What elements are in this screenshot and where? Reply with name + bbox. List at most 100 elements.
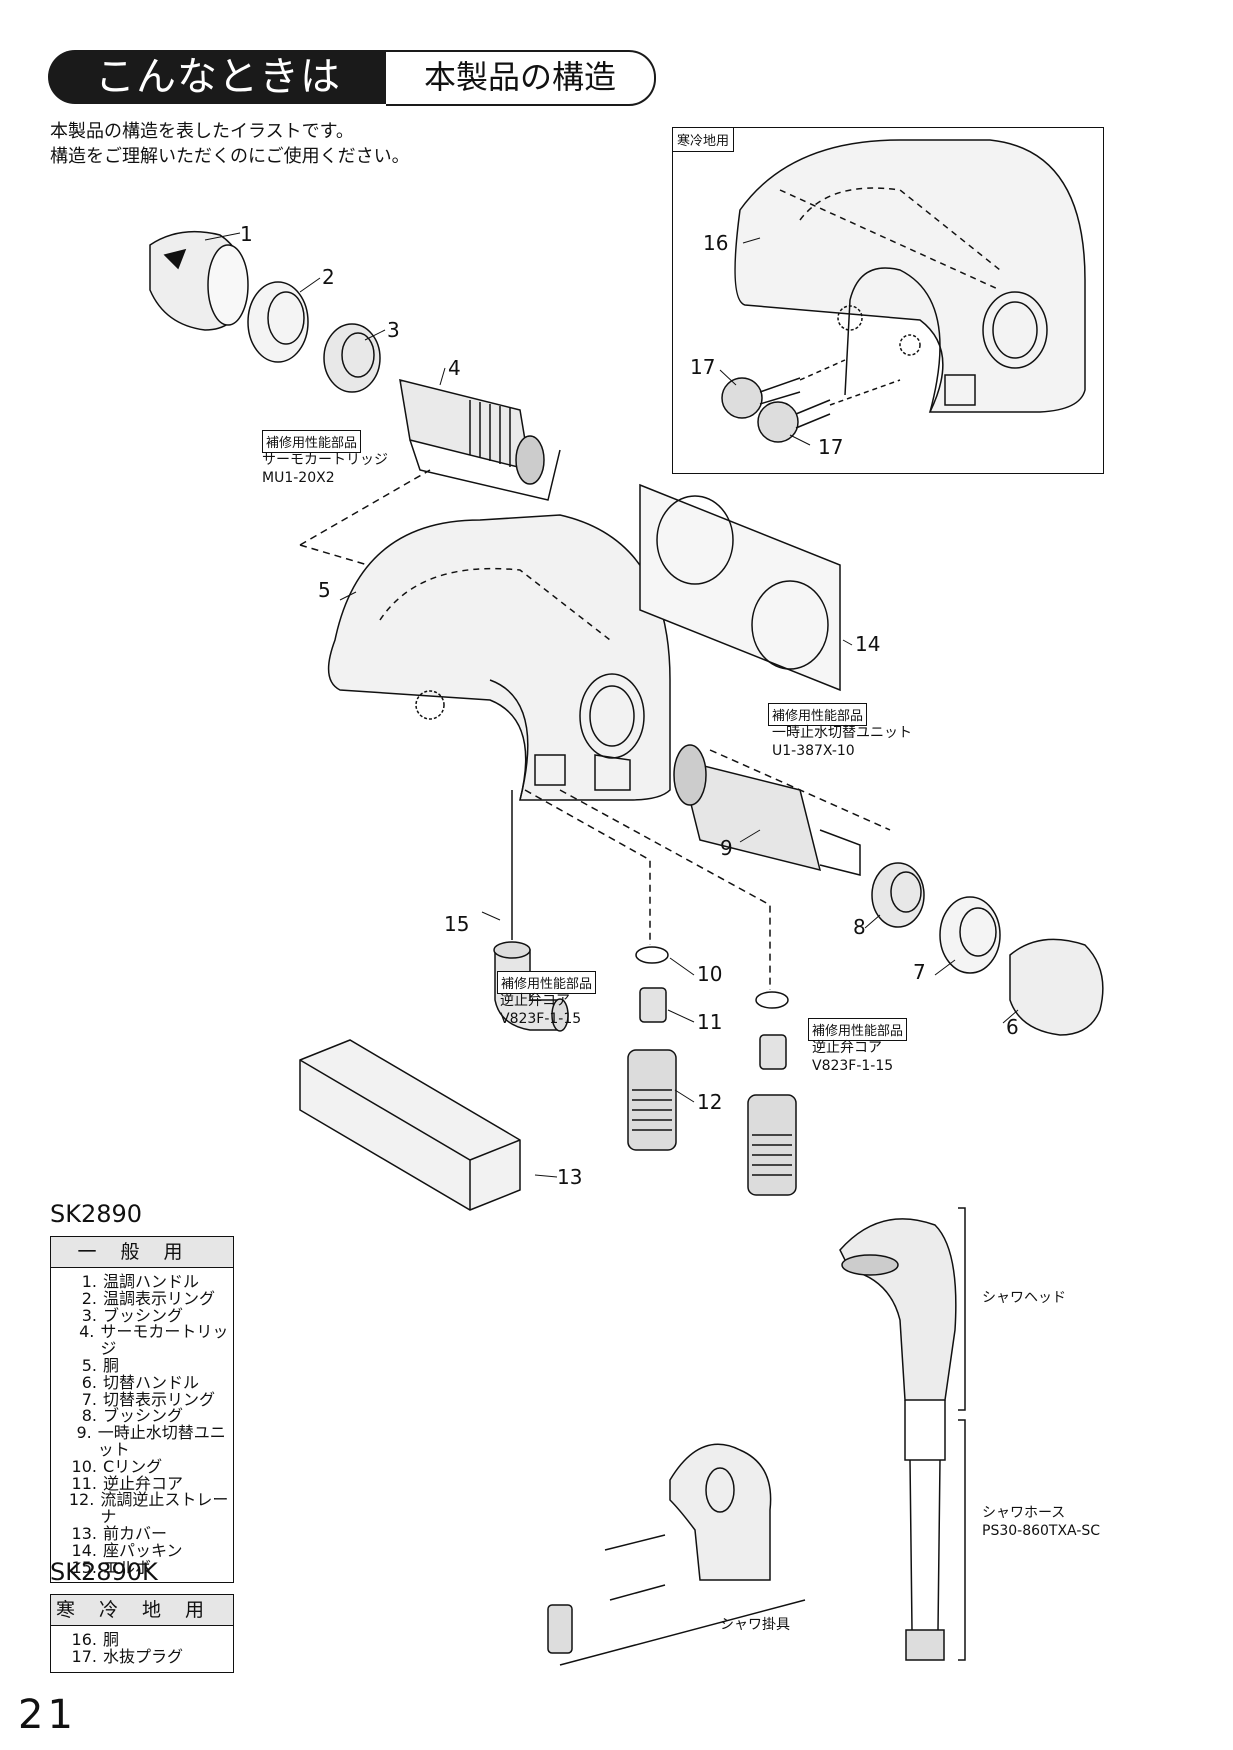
legend-item: 8. ブッシング <box>63 1408 233 1425</box>
repair-tag-check-valve-1: 補修用性能部品 <box>497 971 597 994</box>
legend-item: 9.一時止水切替ユニット <box>63 1423 233 1459</box>
legend-item: 5. 胴 <box>63 1355 233 1375</box>
legend-item-number: 1. <box>81 1272 97 1291</box>
legend-item-number: 11. <box>71 1473 97 1493</box>
page-subtitle: 本製品の構造 <box>423 58 616 96</box>
cartridge-illustration <box>399 378 561 501</box>
legend-item-number: 8. <box>81 1406 97 1426</box>
check-valve-code-1: V823F-1-15 <box>500 1011 582 1027</box>
switch-handle-illustration <box>1009 938 1104 1036</box>
intro-line-1: 本製品の構造を表したイラストです。 <box>50 121 354 142</box>
legend-item-label: 流調逆止ストレーナ <box>100 1490 229 1527</box>
callout-4: 4 <box>448 356 461 380</box>
legend-cold-header: 寒冷地用 <box>50 1594 234 1626</box>
repair-tag-cartridge: 補修用性能部品 <box>262 430 362 453</box>
legend-item: 10. Cリング <box>63 1456 233 1476</box>
legend-item-number: 6. <box>81 1372 97 1392</box>
legend-item-label: 温調表示リング <box>103 1288 216 1308</box>
stop-unit-illustration <box>673 744 891 876</box>
callout-3: 3 <box>387 318 400 342</box>
legend-item-number: 12. <box>68 1490 95 1510</box>
subtitle-box <box>386 50 656 106</box>
strainer-illustration <box>627 1049 797 1196</box>
legend-item-number: 2. <box>81 1288 97 1308</box>
legend-item-number: 16. <box>71 1630 97 1649</box>
callout-13: 13 <box>557 1165 583 1189</box>
inset-tag: 寒冷地用 <box>673 128 735 152</box>
inset-body-illustration <box>721 139 1086 443</box>
legend-item-label: 胴 <box>103 1630 120 1649</box>
legend-item-label: サーモカートリッジ <box>100 1322 229 1359</box>
callout-16: 16 <box>703 231 729 255</box>
shower-hose-label: シャワホース <box>982 1505 1066 1521</box>
legend-item-label: 胴 <box>103 1355 120 1375</box>
legend-item-number: 3. <box>81 1305 97 1325</box>
legend-item: 17.水抜プラグ <box>63 1648 233 1666</box>
check-valve-illustration <box>639 987 667 1023</box>
legend-item-label: 逆止弁コア <box>103 1473 184 1493</box>
switch-ring-illustration <box>939 896 1001 974</box>
legend-item-label: Cリング <box>103 1456 163 1476</box>
bushing-2-illustration <box>871 862 925 928</box>
inset-frame <box>672 127 1104 474</box>
legend-item-label: ブッシング <box>103 1305 184 1325</box>
check-valve-name-1: 逆止弁コア <box>500 993 570 1009</box>
legend-item: 16. 胴 <box>63 1630 233 1649</box>
legend-item-label: 座パッキン <box>103 1540 183 1560</box>
cartridge-code: MU1-20X2 <box>262 470 335 486</box>
shower-hose-code: PS30-860TXA-SC <box>982 1523 1101 1539</box>
legend-item-label: 切替ハンドル <box>103 1372 200 1392</box>
callout-8: 8 <box>853 915 866 939</box>
page-title: こんなときは <box>95 54 341 100</box>
legend-item-number: 5. <box>81 1355 97 1375</box>
stop-unit-code: U1-387X-10 <box>772 743 855 759</box>
legend-item-number: 14. <box>71 1540 97 1560</box>
legend-item-label: 一時止水切替ユニット <box>97 1423 226 1459</box>
legend-item: 11. 逆止弁コア <box>63 1473 233 1493</box>
legend-item: 7. 切替表示リング <box>63 1389 233 1409</box>
legend-item-number: 7. <box>81 1389 97 1409</box>
shower-head-label: シャワヘッド <box>982 1290 1066 1306</box>
callout-1: 1 <box>240 222 253 246</box>
legend-item: 12.流調逆止ストレーナ <box>63 1492 233 1526</box>
legend-item: 1.温調ハンドル <box>63 1272 233 1291</box>
legend-general-header: 一般用 <box>50 1236 234 1268</box>
stop-unit-name: 一時止水切替ユニット <box>772 725 912 741</box>
callout-6: 6 <box>1006 1015 1019 1039</box>
legend-item-number: 10. <box>71 1456 97 1476</box>
callout-12: 12 <box>697 1090 723 1114</box>
legend-item-label: 切替表示リング <box>103 1389 216 1409</box>
legend-item-label: ブッシング <box>103 1406 184 1426</box>
legend-item-number: 15. <box>71 1557 97 1577</box>
shower-illustration <box>839 1207 966 1661</box>
legend-item: 14. 座パッキン <box>63 1540 233 1560</box>
callout-10: 10 <box>697 962 723 986</box>
legend-general-model: SK2890 <box>50 1200 143 1228</box>
front-cover-illustration <box>299 1039 521 1211</box>
check-valve-code-2: V823F-1-15 <box>812 1058 894 1074</box>
intro-line-2: 構造をご理解いただくのにご使用ください。 <box>50 146 410 167</box>
repair-tag-stop-unit: 補修用性能部品 <box>768 703 868 726</box>
callout-15: 15 <box>444 912 470 936</box>
legend-item: 15.エルボ <box>63 1557 233 1577</box>
callout-2: 2 <box>322 265 335 289</box>
callout-5: 5 <box>318 578 331 602</box>
callout-17a: 17 <box>690 355 716 379</box>
cartridge-name: サーモカートリッジ <box>262 452 388 468</box>
callout-14: 14 <box>855 632 881 656</box>
title-badge <box>48 50 388 104</box>
main-body-illustration <box>327 514 671 801</box>
callout-7: 7 <box>913 960 926 984</box>
shower-holder-label: シャワ掛具 <box>720 1617 790 1633</box>
callout-11: 11 <box>697 1010 723 1034</box>
temp-handle-illustration <box>149 230 249 331</box>
callout-17b: 17 <box>818 435 844 459</box>
legend-item: 13.前カバー <box>63 1525 233 1543</box>
legend-item: 2. 温調表示リング <box>63 1288 233 1308</box>
legend-item: 4.サーモカートリッジ <box>63 1324 233 1358</box>
page-number: 21 <box>18 1692 77 1738</box>
